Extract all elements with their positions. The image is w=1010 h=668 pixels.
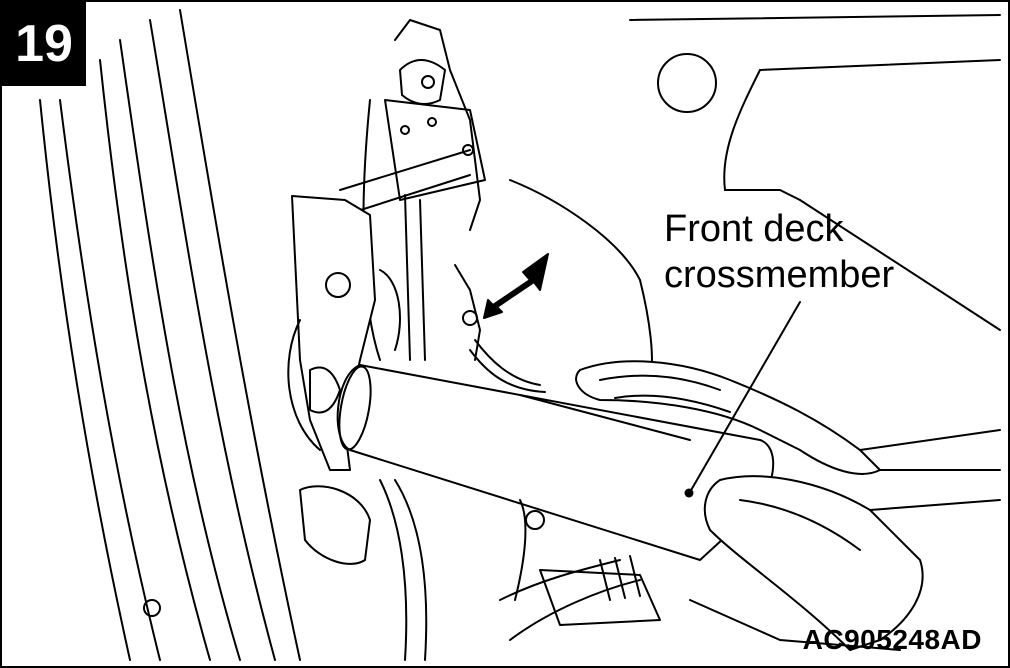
callout-line-1: Front deck: [664, 208, 844, 250]
crossmember-tube: [336, 364, 775, 561]
lower-components: [299, 479, 901, 661]
harness-connector: [454, 264, 546, 393]
crossmember-callout: Front deck crossmember: [664, 206, 894, 298]
figure-id: AC905248AD: [802, 624, 982, 655]
callout-line-2: crossmember: [664, 254, 895, 296]
step-number-badge: 19: [2, 2, 86, 86]
pillar-contours: [39, 9, 301, 661]
upper-bracket: [339, 19, 486, 361]
callout-leader: [684, 301, 801, 498]
gloved-hands: [575, 360, 1001, 651]
indicator-arrow: [483, 253, 549, 319]
rear-panel: [509, 14, 1001, 381]
